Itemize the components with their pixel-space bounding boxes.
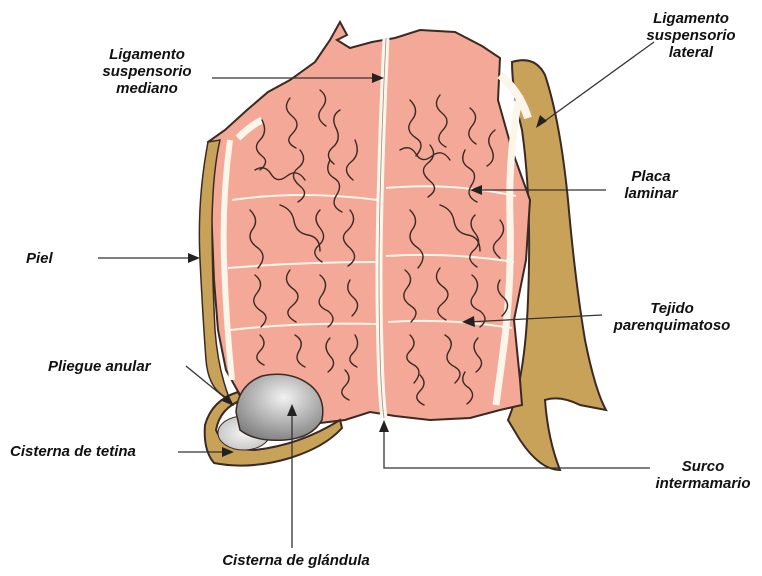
- label-ligamento-mediano: Ligamento suspensorio mediano: [86, 46, 208, 97]
- label-cisterna-tetina: Cisterna de tetina: [10, 443, 136, 460]
- label-piel: Piel: [26, 250, 53, 267]
- label-ligamento-lateral: Ligamento suspensorio lateral: [626, 10, 756, 61]
- label-pliegue: Pliegue anular: [48, 358, 151, 375]
- label-placa-laminar: Placa laminar: [606, 168, 696, 202]
- label-cisterna-glandula: Cisterna de glándula: [196, 552, 396, 569]
- label-surco: Surco intermamario: [648, 458, 758, 492]
- gland-cistern: [236, 374, 323, 440]
- label-tejido: Tejido parenquimatoso: [592, 300, 752, 334]
